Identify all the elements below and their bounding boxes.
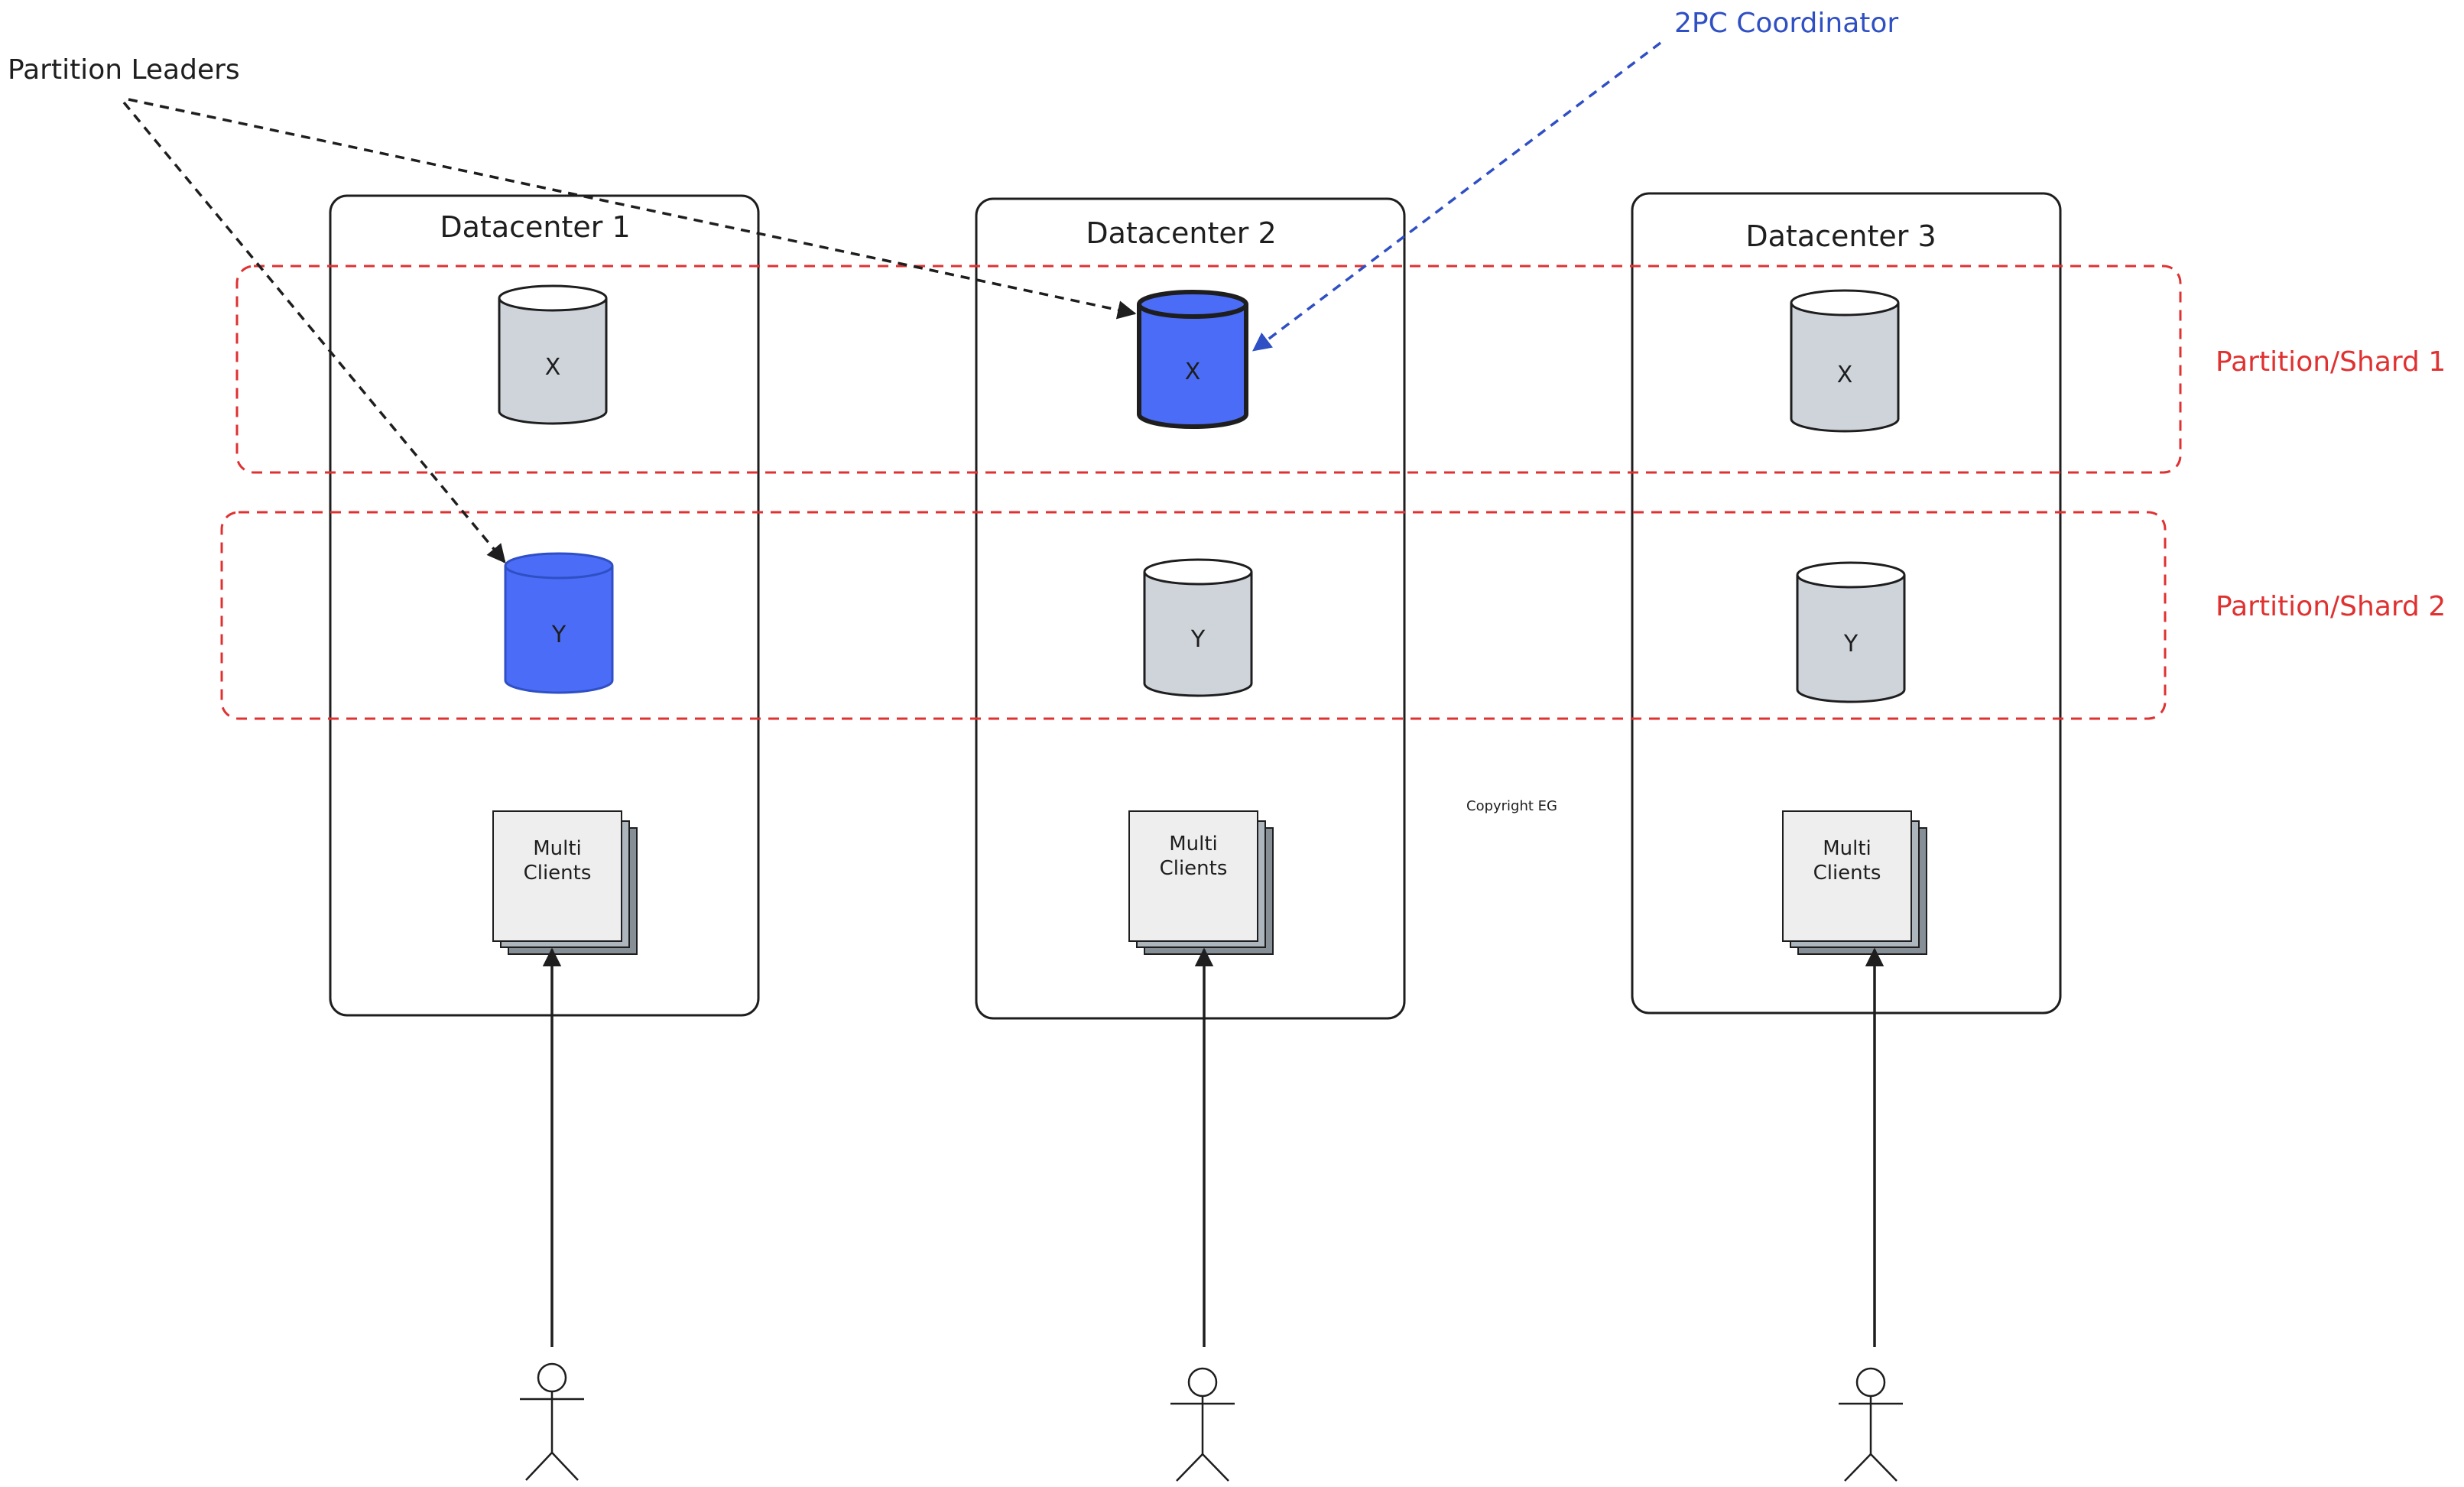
partition-region bbox=[235, 265, 2182, 474]
clients-label-line2: Clients bbox=[1160, 857, 1228, 880]
coordinator-label: 2PC Coordinator bbox=[1674, 8, 1898, 39]
dc1-clients: Multi Clients bbox=[492, 810, 638, 955]
cylinder-icon bbox=[1143, 558, 1253, 697]
cylinder-icon bbox=[1137, 290, 1248, 429]
datacenter-title: Datacenter 3 bbox=[1745, 219, 1936, 253]
leader-arrow-to-dc2-x bbox=[128, 98, 1137, 320]
datacenter-3: Datacenter 3 bbox=[1631, 192, 2062, 1015]
dc2-database-y: Y bbox=[1143, 558, 1253, 697]
datacenter-title: Datacenter 2 bbox=[1086, 216, 1276, 250]
stacked-documents-icon bbox=[1128, 810, 1274, 955]
dc1-database-y-leader: Y bbox=[504, 552, 614, 694]
database-label: X bbox=[1837, 362, 1853, 388]
clients-label-line1: Multi bbox=[1823, 837, 1872, 860]
cylinder-icon bbox=[1796, 561, 1906, 703]
stick-figure-icon bbox=[520, 1362, 584, 1481]
stacked-documents-icon bbox=[492, 810, 638, 955]
partition-region bbox=[220, 511, 2167, 720]
database-label: Y bbox=[551, 622, 566, 648]
cylinder-icon bbox=[1790, 289, 1900, 433]
database-label: X bbox=[545, 354, 561, 381]
clients-label-line2: Clients bbox=[1813, 862, 1881, 885]
dc3-database-y: Y bbox=[1796, 561, 1906, 703]
datacenter-1: Datacenter 1 bbox=[329, 194, 760, 1017]
database-label: Y bbox=[1843, 631, 1859, 657]
stick-figure-icon bbox=[1170, 1367, 1235, 1482]
cylinder-icon bbox=[504, 552, 614, 694]
copyright-text: Copyright EG bbox=[1466, 798, 1557, 814]
partition-label: Partition/Shard 1 bbox=[2216, 346, 2446, 378]
dc3-clients: Multi Clients bbox=[1782, 810, 1927, 955]
database-label: X bbox=[1185, 359, 1201, 385]
datacenter-title: Datacenter 1 bbox=[440, 210, 630, 244]
dc2-clients: Multi Clients bbox=[1128, 810, 1274, 955]
partition-leaders-label: Partition Leaders bbox=[8, 54, 240, 86]
cylinder-icon bbox=[498, 284, 608, 425]
stick-figure-icon bbox=[1839, 1367, 1903, 1482]
database-label: Y bbox=[1190, 626, 1206, 653]
datacenter-box bbox=[975, 197, 1406, 1020]
clients-label-line2: Clients bbox=[524, 862, 592, 885]
datacenter-box bbox=[329, 194, 760, 1017]
dc1-database-x: X bbox=[498, 284, 608, 425]
stacked-documents-icon bbox=[1782, 810, 1927, 955]
clients-label-line1: Multi bbox=[533, 837, 582, 860]
leader-arrow-to-dc1-y bbox=[122, 101, 506, 563]
datacenter-2: Datacenter 2 bbox=[975, 197, 1406, 1020]
coordinator-arrow bbox=[1252, 41, 1662, 352]
datacenter-box bbox=[1631, 192, 2062, 1015]
dc2-database-x-leader: X bbox=[1137, 290, 1248, 429]
partition-2: Partition/Shard 2 bbox=[220, 511, 2446, 720]
partition-label: Partition/Shard 2 bbox=[2216, 591, 2446, 622]
clients-label-line1: Multi bbox=[1169, 833, 1218, 856]
partition-1: Partition/Shard 1 bbox=[235, 265, 2446, 474]
dc3-database-x: X bbox=[1790, 289, 1900, 433]
